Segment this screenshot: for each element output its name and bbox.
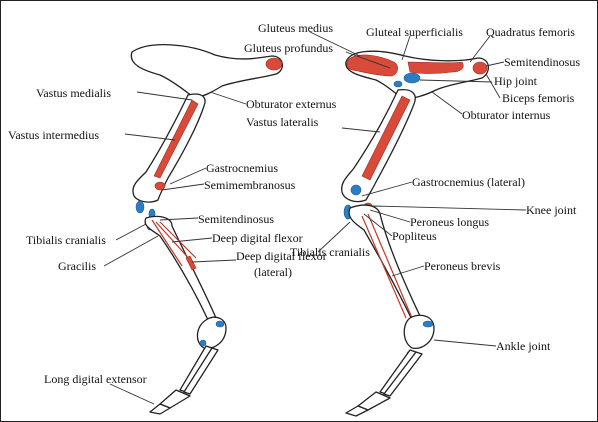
label-obturator-internus: Obturator internus xyxy=(462,108,551,122)
label-gluteal-superficialis: Gluteal superficialis xyxy=(366,25,463,39)
right-hip-joint-marker xyxy=(404,73,420,83)
label-peroneus-brevis: Peroneus brevis xyxy=(424,259,501,273)
leader-semimembranosus xyxy=(162,184,204,190)
left-tibia xyxy=(145,216,217,325)
leader-obturator-internus xyxy=(432,92,462,114)
leader-ankle-joint xyxy=(434,340,496,346)
label-vastus-intermedius: Vastus intermedius xyxy=(8,128,99,142)
leader-obturator-externus xyxy=(210,92,246,104)
label-gastrocnemius: Gastrocnemius xyxy=(206,161,278,175)
right-tarsus xyxy=(404,315,434,348)
right-vastus-lateralis-strip xyxy=(362,96,410,180)
label-tibialis-cranialis-right: Tibialis cranialis xyxy=(290,245,370,259)
label-long-digital-extensor: Long digital extensor xyxy=(44,372,147,386)
label-semimembranosus: Semimembranosus xyxy=(204,178,296,192)
left-tarsus-joint-marker xyxy=(200,340,206,346)
left-ankle-joint-marker xyxy=(216,321,224,327)
label-semitendinosus-hip: Semitendinosus xyxy=(504,55,580,69)
left-femur-muscle-strip xyxy=(154,100,198,178)
leader-semitendinosus-hip xyxy=(486,62,504,66)
label-deep-digital-flexor: Deep digital flexor xyxy=(212,231,303,245)
leader-vastus-medialis xyxy=(137,92,192,100)
left-distal-femur-muscle-attachment xyxy=(155,182,165,190)
label-vastus-lateralis: Vastus lateralis xyxy=(246,115,319,129)
label-peroneus-longus: Peroneus longus xyxy=(410,215,489,229)
label-knee-joint: Knee joint xyxy=(526,203,577,217)
label-vastus-medialis: Vastus medialis xyxy=(36,86,111,100)
label-popliteus: Popliteus xyxy=(392,229,437,243)
right-metatarsal-2 xyxy=(384,352,422,396)
right-hip-joint-marker-2 xyxy=(394,81,402,87)
leader-knee-joint xyxy=(372,206,526,210)
labels: Vastus medialis Vastus intermedius Obtur… xyxy=(8,21,580,386)
leader-deep-digital-flexor-lateral xyxy=(192,260,236,262)
label-obturator-externus: Obturator externus xyxy=(246,97,337,111)
label-gluteus-profundus: Gluteus profundus xyxy=(244,41,333,55)
left-pelvis-muscle-attachment xyxy=(266,58,282,70)
right-tarsus-joint-marker xyxy=(423,321,433,327)
right-semitendinosus-attachment xyxy=(473,62,487,74)
right-femur-joint-marker xyxy=(351,185,361,195)
leader-gastrocnemius xyxy=(170,168,206,184)
label-tibialis-cranialis-left: Tibialis cranialis xyxy=(26,233,106,247)
right-metatarsal-1 xyxy=(380,350,416,394)
label-hip-joint: Hip joint xyxy=(494,74,538,88)
label-biceps-femoris: Biceps femoris xyxy=(502,91,575,105)
label-quadratus-femoris: Quadratus femoris xyxy=(486,25,575,39)
label-deep-digital-flexor-lateral-2: (lateral) xyxy=(254,265,292,279)
right-gluteal-superficialis-muscle xyxy=(408,62,463,74)
label-ankle-joint: Ankle joint xyxy=(496,339,551,353)
label-gracilis: Gracilis xyxy=(58,259,96,273)
label-semitendinosus-knee: Semitendinosus xyxy=(198,212,274,226)
leader-tibialis-cranialis-left xyxy=(116,224,146,240)
left-knee-joint-marker-1 xyxy=(136,201,144,213)
label-gluteus-medius: Gluteus medius xyxy=(258,21,333,35)
leader-gracilis xyxy=(104,236,158,266)
leader-long-digital-extensor xyxy=(110,384,154,404)
leader-vastus-lateralis xyxy=(342,128,380,132)
label-gastrocnemius-lateral: Gastrocnemius (lateral) xyxy=(412,175,525,189)
